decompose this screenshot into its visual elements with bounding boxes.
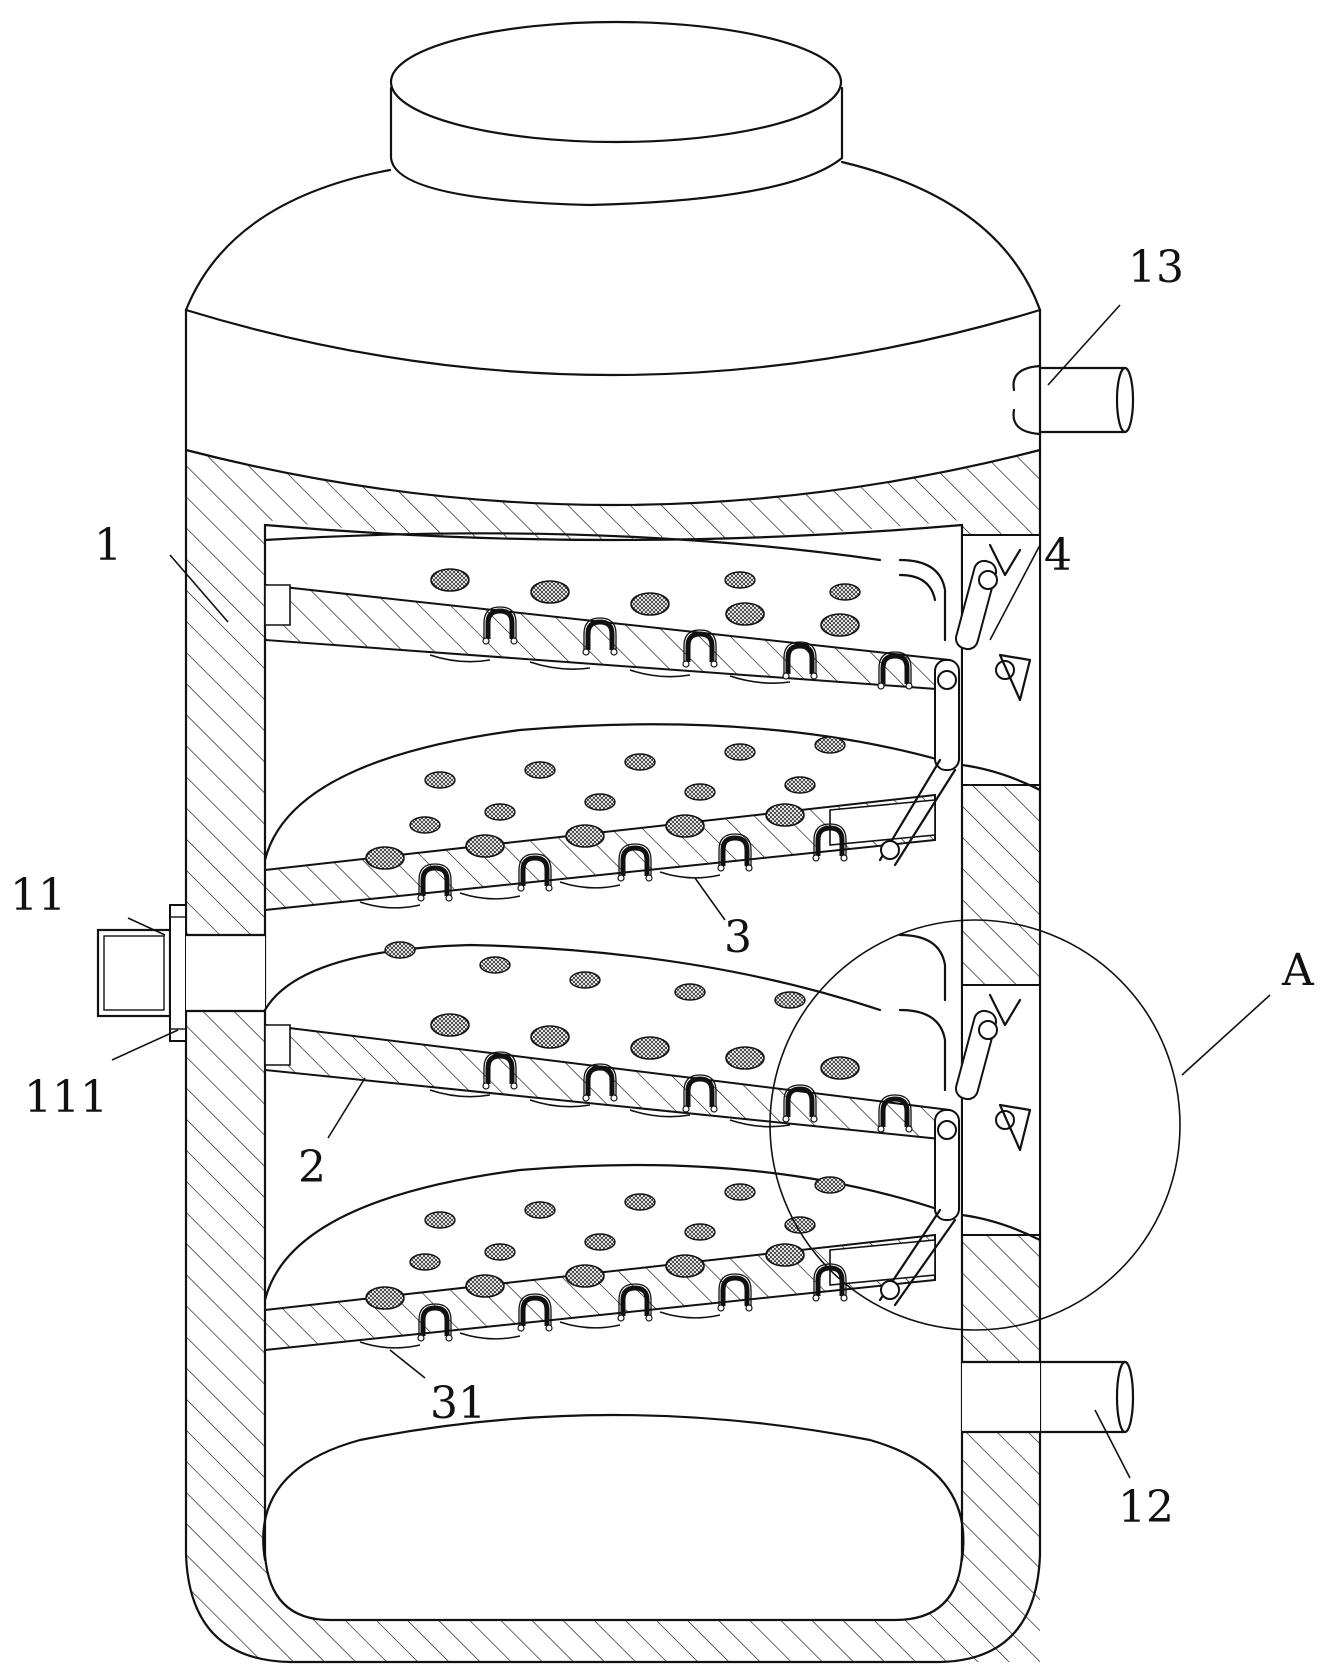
exhaust-pipe [1014, 366, 1133, 434]
label-a: A [1281, 945, 1315, 996]
top-neck [391, 22, 842, 205]
label-2: 2 [298, 1142, 326, 1193]
label-1: 1 [94, 520, 122, 571]
outlet-pipe [962, 1362, 1133, 1432]
label-11: 11 [10, 870, 66, 921]
label-111: 111 [24, 1072, 108, 1123]
label-12: 12 [1118, 1482, 1174, 1533]
dome [186, 162, 1040, 505]
label-13: 13 [1128, 242, 1184, 293]
label-31: 31 [430, 1378, 486, 1429]
label-4: 4 [1044, 530, 1072, 581]
label-3: 3 [724, 912, 752, 963]
